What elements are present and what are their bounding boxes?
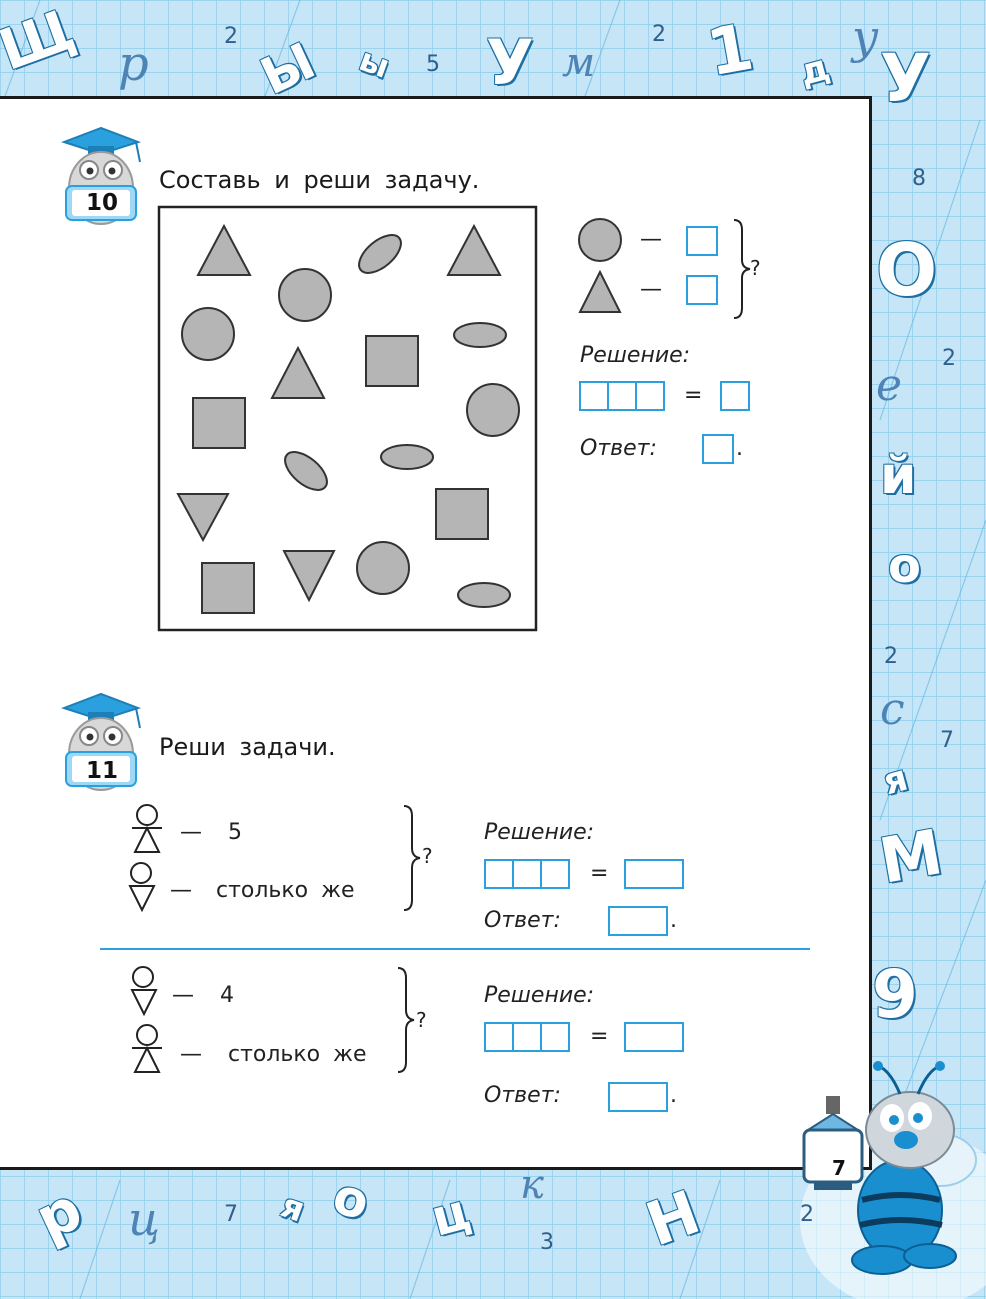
square-shape xyxy=(435,488,489,540)
problem2-same-text: столько же xyxy=(228,1042,367,1067)
answer-label: Ответ: xyxy=(484,908,561,933)
girl-figure-icon xyxy=(132,804,162,853)
triangle-legend-icon xyxy=(578,269,622,313)
result-box[interactable] xyxy=(624,1022,684,1052)
decor-digit: 2 xyxy=(884,644,898,669)
task-title: Реши задачи. xyxy=(159,733,336,761)
right-brace-icon xyxy=(403,805,421,911)
legend-dash: — xyxy=(640,227,662,252)
decor-letter: м xyxy=(562,40,596,86)
decor-letter: М xyxy=(874,815,948,898)
solution-label: Решение: xyxy=(484,983,595,1008)
solution-boxes[interactable] xyxy=(484,859,570,889)
circle-shape xyxy=(278,268,332,322)
owl-mascot-icon xyxy=(60,692,142,791)
decor-digit: 2 xyxy=(800,1202,814,1227)
decor-digit: 7 xyxy=(224,1202,238,1227)
task-title: Составь и реши задачу. xyxy=(159,166,480,194)
problem-divider xyxy=(100,948,810,950)
solution-boxes[interactable] xyxy=(579,381,665,411)
girl-figure-icon xyxy=(132,1024,162,1073)
answer-label: Ответ: xyxy=(484,1083,561,1108)
equals-sign: = xyxy=(590,1024,609,1049)
square-shape xyxy=(192,397,246,449)
result-box[interactable] xyxy=(720,381,750,411)
problem1-same-text: столько же xyxy=(216,878,355,903)
task-number: 10 xyxy=(86,190,119,216)
decor-letter: У xyxy=(880,40,931,117)
decor-letter: ц xyxy=(128,1192,161,1246)
right-brace-icon xyxy=(397,967,415,1073)
oval-shape xyxy=(457,582,511,608)
owl-mascot-icon xyxy=(60,126,142,225)
decor-digit: 2 xyxy=(224,24,238,49)
circle-shape xyxy=(356,541,410,595)
triangle-count-box[interactable] xyxy=(686,275,718,305)
decor-letter: О xyxy=(876,228,938,312)
problem2-dash: — xyxy=(180,1042,202,1067)
problem2-dash: — xyxy=(172,983,194,1008)
problem2-value: 4 xyxy=(220,983,234,1008)
answer-dot: . xyxy=(670,1083,677,1108)
triangle-shape xyxy=(282,550,336,603)
decor-digit: 2 xyxy=(942,346,956,371)
right-brace-icon xyxy=(733,219,751,319)
problem1-value: 5 xyxy=(228,820,242,845)
decor-letter: й xyxy=(880,446,917,506)
answer-box[interactable] xyxy=(608,1082,668,1112)
decor-letter: у xyxy=(852,10,879,64)
decor-letter: У xyxy=(486,26,534,99)
decor-letter: 9 xyxy=(872,956,918,1033)
triangle-shape xyxy=(196,223,252,276)
task-number: 11 xyxy=(86,758,119,784)
decor-letter: с xyxy=(880,684,905,735)
circle-legend-icon xyxy=(578,218,622,262)
answer-dot: . xyxy=(736,436,743,461)
bee-mascot-icon xyxy=(802,1061,977,1275)
circle-shape xyxy=(181,307,235,361)
decor-digit: 7 xyxy=(940,728,954,753)
oval-shape xyxy=(358,234,402,274)
triangle-shape xyxy=(446,223,502,276)
solution-label: Решение: xyxy=(484,820,595,845)
question-mark: ? xyxy=(416,1008,427,1032)
legend-dash: — xyxy=(640,277,662,302)
decor-digit: 5 xyxy=(426,52,440,77)
answer-box[interactable] xyxy=(608,906,668,936)
boy-figure-icon xyxy=(128,862,156,913)
answer-box[interactable] xyxy=(702,434,734,464)
circle-shape xyxy=(466,383,520,437)
oval-shape xyxy=(284,451,328,491)
result-box[interactable] xyxy=(624,859,684,889)
solution-label: Решение: xyxy=(580,343,691,368)
boy-figure-icon xyxy=(130,966,158,1017)
page-number: 7 xyxy=(832,1156,846,1180)
decor-digit: 3 xyxy=(540,1230,554,1255)
question-mark: ? xyxy=(750,256,761,280)
decor-digit: 2 xyxy=(652,22,666,47)
triangle-shape xyxy=(176,493,230,543)
square-shape xyxy=(365,335,419,387)
oval-shape xyxy=(380,444,434,470)
answer-label: Ответ: xyxy=(580,436,657,461)
equals-sign: = xyxy=(590,861,609,886)
question-mark: ? xyxy=(422,844,433,868)
circle-count-box[interactable] xyxy=(686,226,718,256)
decor-digit: 8 xyxy=(912,166,926,191)
triangle-shape xyxy=(270,345,326,399)
answer-dot: . xyxy=(670,908,677,933)
decor-letter: о xyxy=(888,538,921,594)
decor-letter: е xyxy=(876,360,903,411)
shapes-picture xyxy=(157,205,538,632)
decor-letter: р xyxy=(118,36,149,92)
oval-shape xyxy=(453,322,507,348)
square-shape xyxy=(201,562,255,614)
decor-letter: к xyxy=(520,1162,544,1208)
problem1-dash: — xyxy=(180,820,202,845)
solution-boxes[interactable] xyxy=(484,1022,570,1052)
problem1-dash: — xyxy=(170,878,192,903)
equals-sign: = xyxy=(684,383,703,408)
